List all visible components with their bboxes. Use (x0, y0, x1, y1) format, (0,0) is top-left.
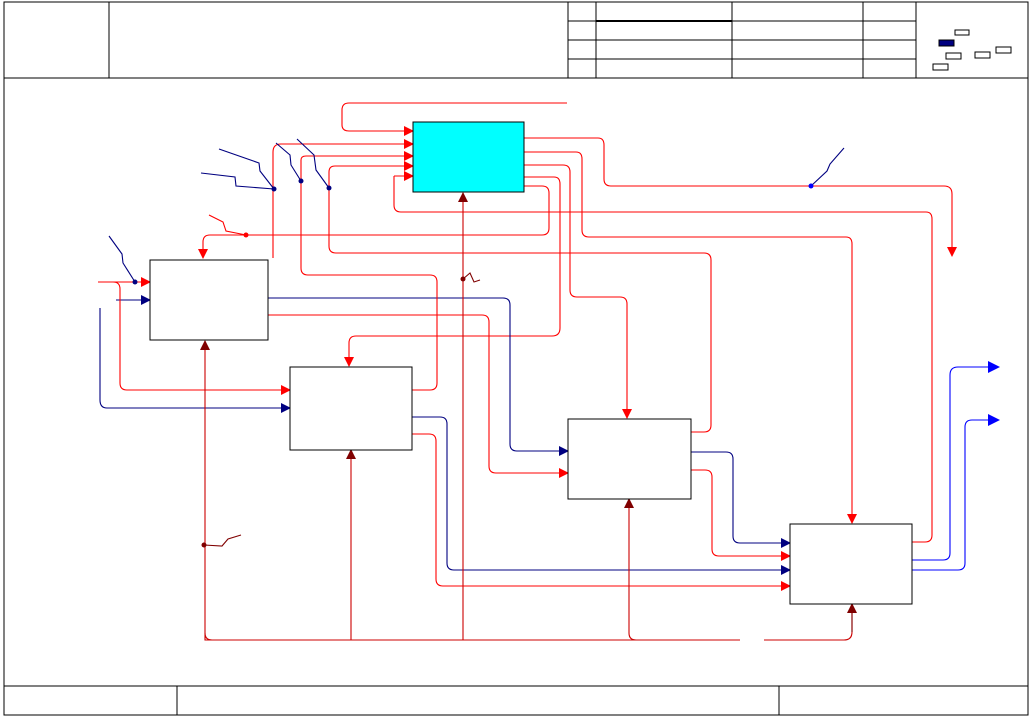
tunnel-squiggle (203, 534, 242, 547)
output-arrow (268, 314, 569, 478)
control-arrow (112, 281, 291, 395)
context-box[interactable] (412, 121, 525, 193)
control-arrow (341, 102, 567, 136)
input-arrow (268, 297, 569, 456)
output-arrow (524, 164, 632, 419)
input-arrow (691, 451, 791, 548)
activity-box-4[interactable] (789, 523, 913, 605)
output-arrow (691, 469, 791, 561)
output-arrow (198, 185, 550, 259)
output-arrow (524, 151, 857, 524)
activity-box-1[interactable] (149, 259, 269, 341)
tunnel-squiggle (108, 235, 136, 283)
control-arrow (300, 151, 414, 180)
output-arrow (412, 433, 791, 591)
tunnel-squiggle (462, 272, 481, 283)
tunnel-squiggle (810, 147, 845, 187)
header-block (4, 2, 1028, 79)
tunnel-squiggle (218, 148, 275, 190)
tunnel-squiggle (275, 142, 302, 182)
input-arrow (99, 308, 291, 413)
output-arrow (524, 137, 957, 257)
activity-box-3[interactable] (567, 418, 692, 500)
tunnel-squiggle (296, 138, 330, 189)
junction-dots (132, 178, 814, 548)
tunnel-squiggle (200, 172, 275, 190)
context-diagram-icon (932, 29, 1012, 71)
output-arrow (328, 188, 712, 433)
mechanism-arrow (200, 340, 213, 641)
control-arrow (328, 161, 414, 188)
mechanism-arrow (629, 499, 636, 641)
control-arrow (393, 176, 933, 543)
mechanism-arrow (204, 632, 740, 641)
control-arrow (272, 139, 414, 258)
output-arrow (300, 180, 438, 391)
input-arrow (412, 416, 791, 575)
mechanism-arrow (764, 604, 853, 641)
page-frame (3, 1, 1029, 716)
activity-box-2[interactable] (289, 366, 413, 451)
output-arrow (344, 176, 561, 367)
output-arrow (912, 361, 1000, 561)
tunnel-squiggle (208, 214, 247, 236)
footer-block (4, 685, 1028, 715)
output-arrow (912, 414, 1000, 571)
